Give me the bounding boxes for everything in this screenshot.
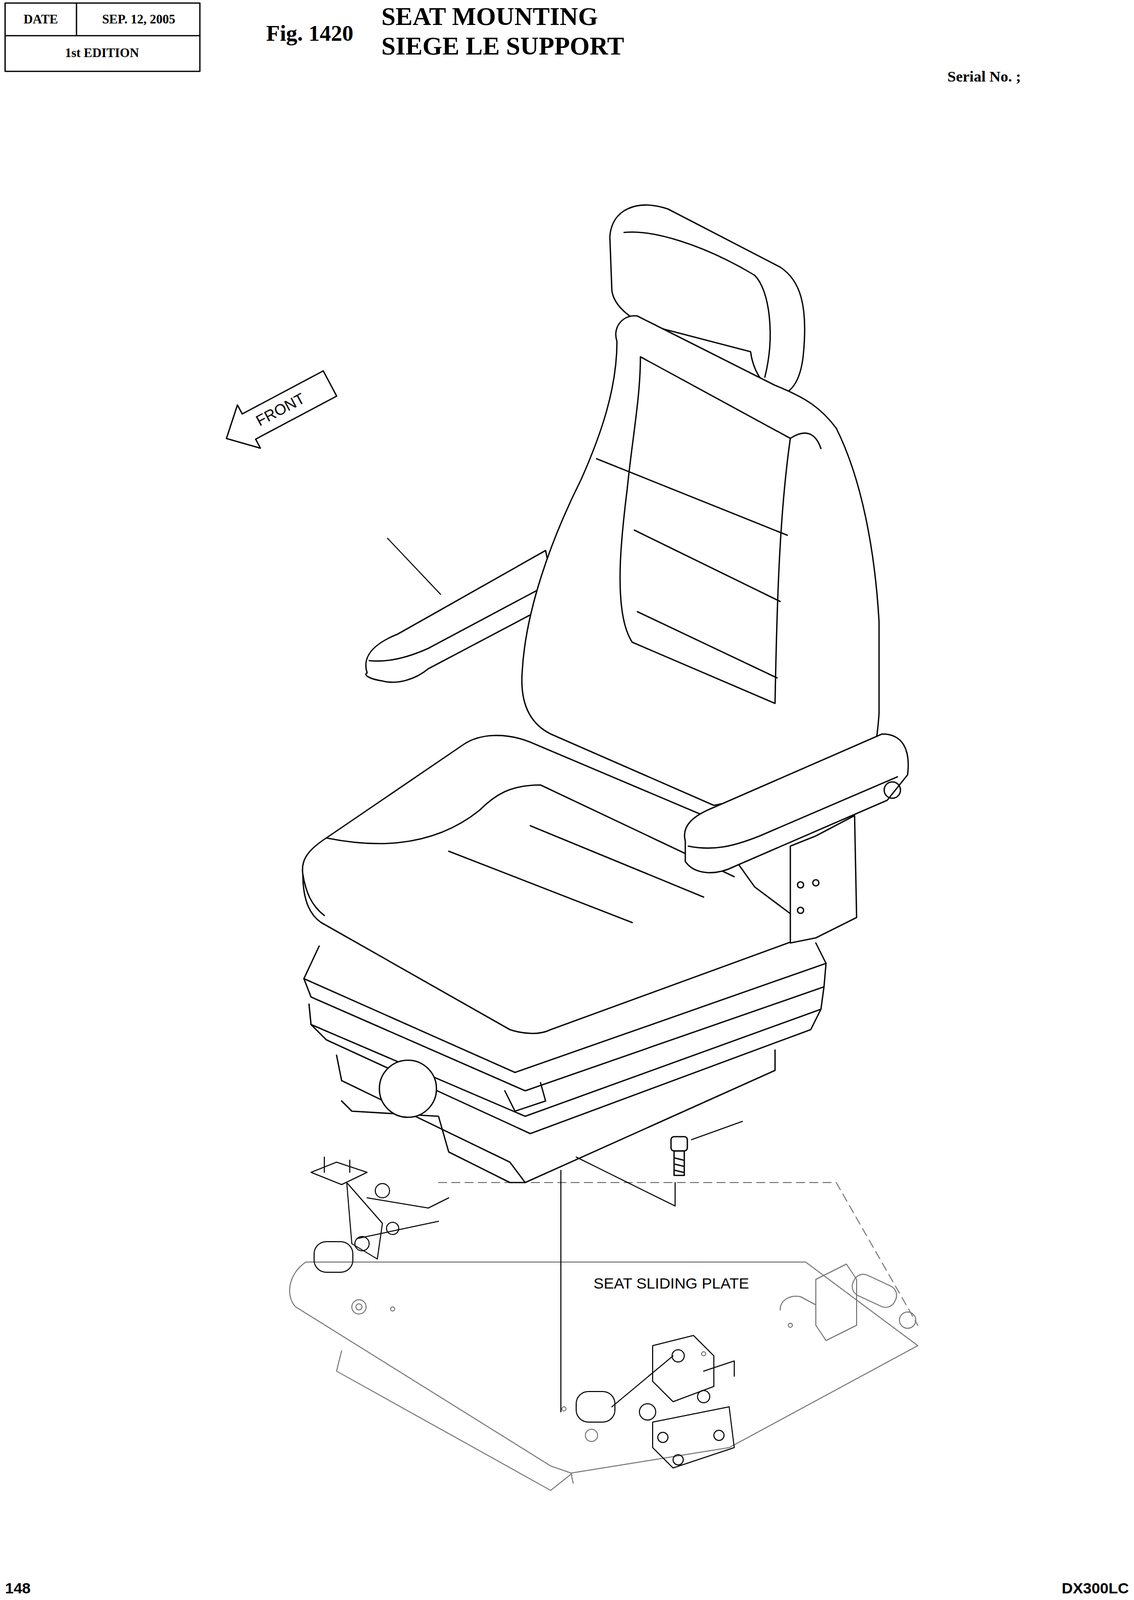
sliding-plate xyxy=(289,1157,918,1491)
table-cell: SEP. 12, 2005 xyxy=(101,12,176,28)
front-arrow xyxy=(215,362,342,461)
seat-suspension xyxy=(303,943,827,1183)
header-box xyxy=(5,3,200,72)
table-cell: DATE xyxy=(23,12,59,28)
bolt xyxy=(671,1137,688,1176)
figure-number: Fig. 1420 xyxy=(266,20,354,47)
adjust-knob xyxy=(379,1060,437,1118)
page-number: 148 xyxy=(5,1580,31,1599)
leader-line xyxy=(576,1157,676,1207)
serial-label: Serial No. ; xyxy=(947,67,1021,86)
seat-cushion xyxy=(302,735,816,1035)
leader-line xyxy=(560,1170,562,1413)
leader-line xyxy=(387,538,441,595)
header-rule xyxy=(75,3,78,36)
armrest xyxy=(684,734,909,873)
leader-line xyxy=(691,1121,743,1141)
table-cell: 1st EDITION xyxy=(64,45,139,61)
model-number: DX300LC xyxy=(1061,1580,1129,1599)
figure-title: SEAT MOUNTING SIEGE LE SUPPORT xyxy=(381,2,652,61)
header-rule xyxy=(5,35,200,37)
part-name: SEAT SLIDING PLATE xyxy=(593,1275,750,1294)
backrest xyxy=(521,316,880,806)
leader-line xyxy=(428,1198,449,1209)
